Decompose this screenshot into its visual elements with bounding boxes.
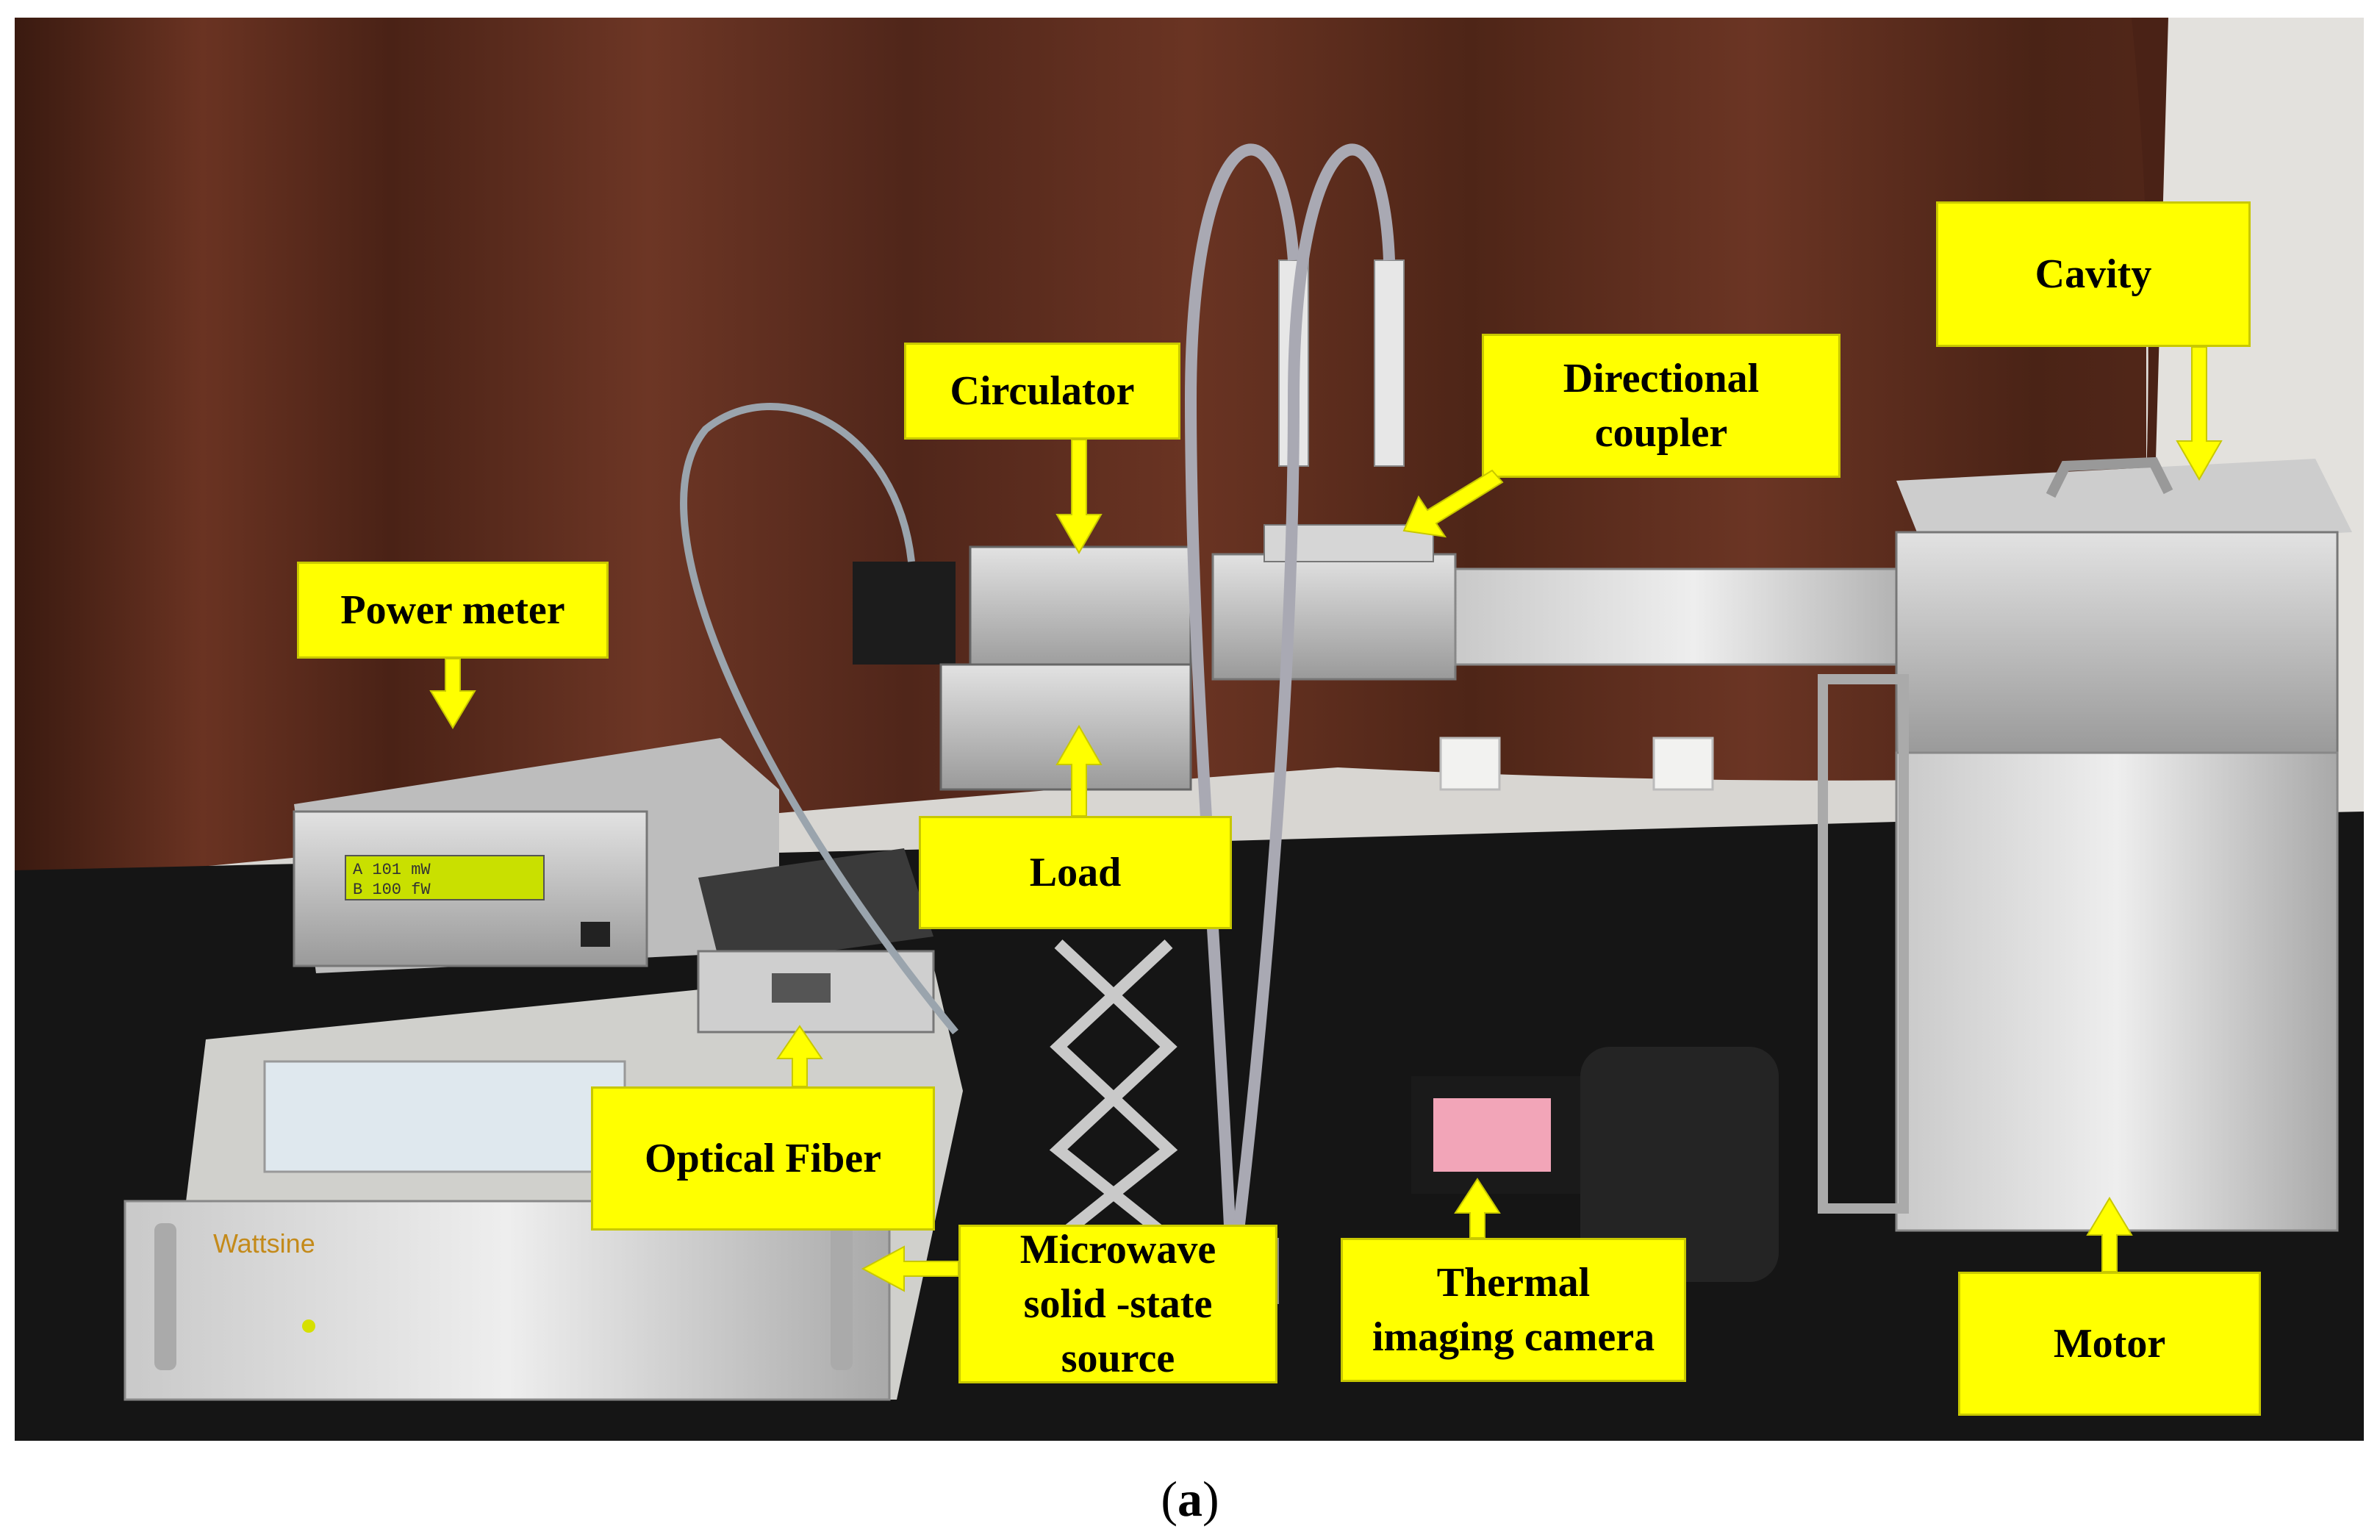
- arrow-microwave-source: [861, 1245, 959, 1292]
- arrow-motor: [2086, 1197, 2133, 1272]
- directional-coupler-label: Directional coupler: [1482, 334, 1840, 478]
- arrow-circulator: [1055, 439, 1103, 555]
- cavity-label: Cavity: [1936, 201, 2251, 347]
- power-meter-device: A 101 mW B 100 fW: [293, 738, 779, 973]
- arrow-directional-coupler: [1402, 469, 1504, 538]
- arrow-load: [1055, 724, 1103, 817]
- waveguide-assembly: [680, 143, 1935, 1379]
- motor-label: Motor: [1958, 1272, 2261, 1416]
- lab-jack: [1049, 939, 1178, 1243]
- meter-display-line2: B 100 fW: [353, 881, 431, 899]
- meter-display-line1: A 101 mW: [353, 861, 431, 879]
- microwave-source-device: Wattsine: [123, 966, 963, 1401]
- motor-device: [1818, 674, 2339, 1232]
- optical-fiber-device: [697, 848, 935, 1034]
- power-meter-label: Power meter: [297, 562, 609, 659]
- cavity-device: [1895, 456, 2352, 754]
- load-label: Load: [919, 816, 1232, 929]
- thermal-camera-device: [1411, 1047, 1779, 1282]
- optical-fiber-label: Optical Fiber: [591, 1086, 935, 1231]
- circulator-label: Circulator: [904, 343, 1180, 440]
- wattsine-logo-text: Wattsine: [213, 1228, 315, 1258]
- arrow-cavity: [2176, 346, 2223, 481]
- arrow-optical-fiber: [776, 1025, 823, 1087]
- arrow-thermal-camera: [1454, 1178, 1501, 1239]
- microwave-source-label: Microwave solid -state source: [958, 1225, 1277, 1383]
- arrow-power-meter: [429, 658, 476, 729]
- thermal-camera-label: Thermal imaging camera: [1341, 1238, 1686, 1382]
- figure-caption: (a): [1161, 1471, 1219, 1527]
